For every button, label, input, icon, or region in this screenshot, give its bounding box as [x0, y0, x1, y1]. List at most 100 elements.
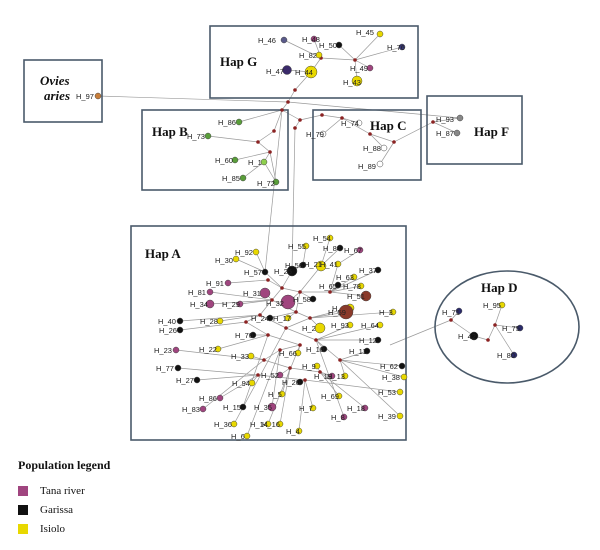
- haplotype-node: H_24: [251, 314, 274, 323]
- median-vector: [280, 286, 284, 290]
- haplotype-label: H_91: [206, 279, 224, 288]
- median-vector: [431, 120, 435, 124]
- network-edge: [281, 109, 301, 121]
- haplotype-label: H_62: [380, 362, 398, 371]
- haplotype-node: H_80: [497, 351, 518, 360]
- haplotype-label: H_87: [436, 129, 454, 138]
- haplotype-label: H_3: [379, 308, 393, 317]
- haplotype-circle: [360, 290, 372, 302]
- network-edge: [304, 379, 401, 393]
- network-edge: [257, 141, 271, 153]
- network-edge: [263, 359, 291, 369]
- haplotype-node: H_64: [361, 321, 384, 330]
- ovies-title-line2: aries: [44, 88, 70, 103]
- haplotype-circle: [260, 158, 268, 166]
- network-edge: [487, 324, 496, 341]
- haplotype-node: H_22: [199, 345, 222, 354]
- hap-g-box: [209, 25, 419, 99]
- haplotype-label: H_76: [387, 43, 405, 52]
- median-vector: [278, 348, 282, 352]
- haplotype-label: H_10: [306, 345, 324, 354]
- haplotype-circle: [319, 130, 327, 138]
- haplotype-label: H_20: [282, 378, 300, 387]
- median-vector: [244, 320, 248, 324]
- haplotype-label: H_58: [293, 295, 311, 304]
- haplotype-circle: [453, 129, 461, 137]
- haplotype-circle: [304, 65, 318, 79]
- haplotype-label: H_84: [323, 244, 341, 253]
- haplotype-circle: [205, 299, 215, 309]
- network-edge: [298, 379, 306, 432]
- haplotype-circle: [224, 279, 232, 287]
- haplotype-circle: [338, 304, 354, 320]
- haplotype-node: H_76: [387, 43, 406, 52]
- median-vector: [320, 113, 324, 117]
- haplotype-node: H_23: [154, 346, 180, 355]
- haplotype-node: H_58: [293, 295, 317, 304]
- haplotype-node: H_13: [327, 372, 349, 381]
- haplotype-circle: [239, 403, 247, 411]
- network-edge: [354, 33, 381, 61]
- network-edge: [271, 287, 283, 301]
- haplotype-label: H_36: [214, 420, 232, 429]
- network-edge: [279, 344, 301, 351]
- haplotype-node: H_32: [266, 294, 296, 310]
- haplotype-node: H_94: [232, 379, 256, 388]
- haplotype-label: H_21: [304, 260, 322, 269]
- haplotype-node: H_38: [382, 373, 408, 382]
- haplotype-circle: [252, 248, 260, 256]
- haplotype-label: H_29: [222, 300, 240, 309]
- haplotype-label: H_65: [319, 282, 337, 291]
- median-vector: [368, 132, 372, 136]
- haplotype-node: H_93: [331, 321, 354, 330]
- network-edge: [295, 311, 311, 319]
- haplotype-circle: [310, 35, 318, 43]
- median-vector: [288, 366, 292, 370]
- haplotype-label: H_93: [331, 321, 349, 330]
- haplotype-node: H_91: [206, 279, 232, 288]
- haplotype-node: H_55: [288, 242, 310, 251]
- haplotype-node: H_67: [344, 246, 364, 255]
- haplotype-label: H_70: [235, 331, 253, 340]
- haplotype-circle: [236, 300, 244, 308]
- network-edge: [379, 141, 395, 165]
- median-vector: [340, 116, 344, 120]
- haplotype-label: H_33: [231, 352, 249, 361]
- hap-g-title: Hap G: [220, 54, 257, 69]
- haplotype-network: Hap G Ovies aries Hap B Hap C Hap F Hap …: [23, 25, 580, 441]
- hap-c-box: [312, 109, 422, 181]
- haplotype-label: H_5: [268, 390, 282, 399]
- haplotype-circle: [295, 427, 303, 435]
- haplotype-circle: [199, 405, 207, 413]
- legend-label: Tana river: [40, 484, 85, 497]
- legend-item-garissa: Garissa: [18, 500, 110, 519]
- network-edge: [338, 44, 356, 61]
- hap-a-box: [130, 225, 407, 441]
- network-edge: [217, 334, 269, 350]
- haplotype-circle: [204, 132, 212, 140]
- haplotype-node: H_18: [347, 404, 369, 413]
- haplotype-node: H_74: [341, 119, 363, 128]
- haplotype-node: H_5: [268, 390, 286, 399]
- haplotype-node: H_63: [336, 273, 358, 282]
- haplotype-label: H_80: [497, 351, 515, 360]
- median-vector: [449, 318, 453, 322]
- haplotype-node: H_31: [243, 287, 271, 299]
- network-edge: [246, 349, 281, 437]
- network-edge: [281, 287, 301, 293]
- median-vector: [284, 326, 288, 330]
- haplotype-node: H_25: [274, 265, 298, 277]
- haplotype-label: H_56: [285, 261, 303, 270]
- haplotype-circle: [235, 118, 243, 126]
- haplotype-circle: [363, 347, 371, 355]
- network-edge: [239, 299, 273, 305]
- haplotype-label: H_25: [274, 267, 292, 276]
- network-edge: [196, 374, 259, 381]
- haplotype-node: H_84: [323, 244, 344, 253]
- network-edge: [319, 371, 340, 397]
- haplotype-label: H_78: [343, 282, 361, 291]
- haplotype-circle: [335, 392, 343, 400]
- haplotype-label: H_22: [199, 345, 217, 354]
- haplotype-circle: [232, 255, 240, 263]
- haplotype-node: H_9: [302, 362, 321, 371]
